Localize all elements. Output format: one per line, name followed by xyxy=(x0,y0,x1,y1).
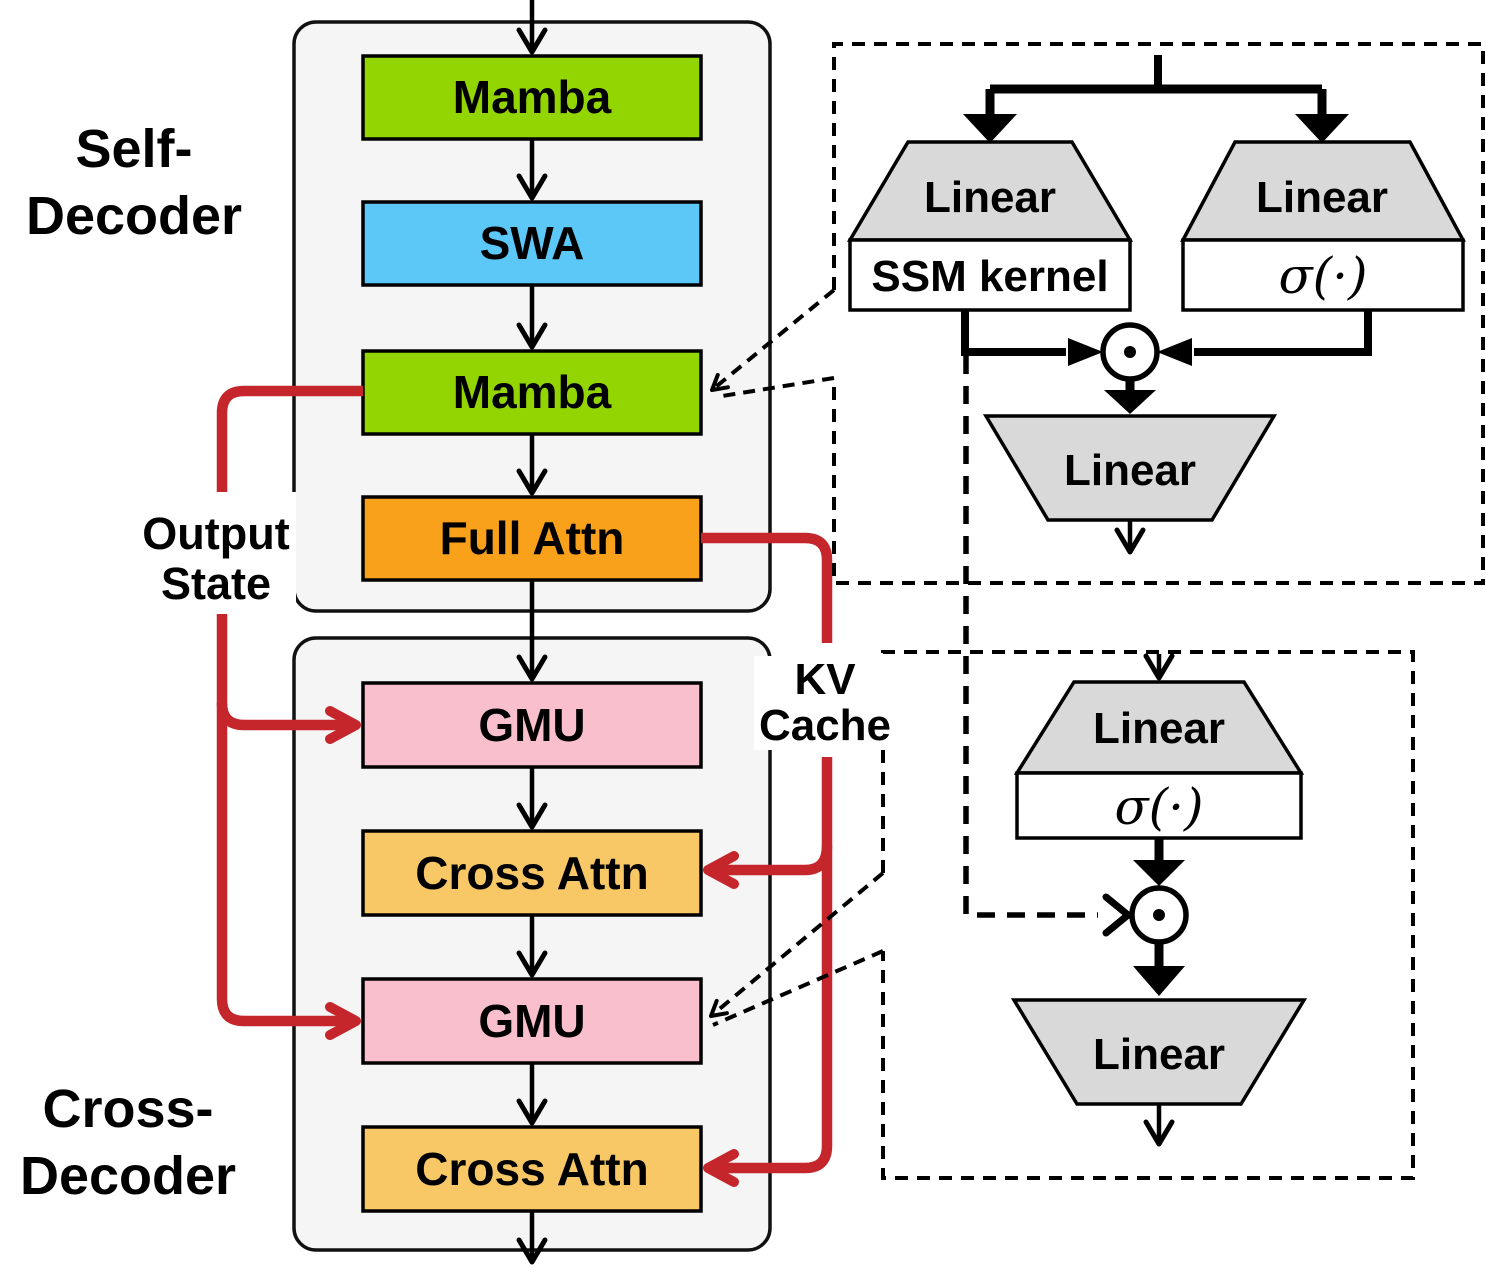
arrowhead-into-linear-out-gmu xyxy=(1133,966,1185,996)
block-cross-attn-1-label: Cross Attn xyxy=(415,847,648,899)
arrowhead-into-linear-right xyxy=(1295,114,1349,143)
block-swa-label: SWA xyxy=(480,217,585,269)
red-paths xyxy=(216,385,833,1187)
self-decoder-label-line2: Decoder xyxy=(26,186,242,246)
self-decoder-label-line1: Self- xyxy=(75,119,192,179)
mamba-callout-line-upper xyxy=(710,288,836,392)
block-full-attn-label: Full Attn xyxy=(440,512,625,564)
output-state-label-line1: Output xyxy=(142,508,289,559)
linear-in-label-gmu: Linear xyxy=(1093,704,1225,753)
block-gmu-2 xyxy=(361,977,703,1065)
linear-right-label: Linear xyxy=(1256,173,1388,222)
block-gmu-2-label: GMU xyxy=(478,995,585,1047)
block-gmu-1-label: GMU xyxy=(478,699,585,751)
ssm-kernel-box xyxy=(848,238,1132,312)
output-state-label-bg xyxy=(136,492,296,614)
output-state-path-top xyxy=(216,385,363,494)
sigma-box-gmu xyxy=(1015,771,1303,840)
kv-cache-path-top xyxy=(701,532,833,643)
block-mamba-1 xyxy=(361,54,703,141)
block-full-attn xyxy=(361,495,703,582)
block-cross-attn-2 xyxy=(361,1125,703,1213)
gmu-callout-line-upper xyxy=(709,871,885,1018)
linear-left-label: Linear xyxy=(924,173,1056,222)
sigma-label-gmu: σ(·) xyxy=(1114,778,1203,836)
output-state-path-gmu2 xyxy=(216,614,361,1040)
linear-out-label-mamba: Linear xyxy=(1064,446,1196,495)
block-mamba-2-label: Mamba xyxy=(453,366,612,418)
output-state-label-line2: State xyxy=(161,558,271,609)
sigma-output-elbow xyxy=(1194,310,1372,356)
kv-cache-label-bg xyxy=(754,656,896,750)
arrowhead-into-linear-left xyxy=(963,114,1017,143)
linear-out-trapezoid-gmu xyxy=(1010,998,1308,1106)
mamba-detail-content: Linear SSM kernel Linear σ(·) Linear xyxy=(846,55,1466,555)
block-mamba-2 xyxy=(361,349,703,436)
product-dot-gmu xyxy=(1153,909,1165,921)
linear-out-trapezoid-mamba xyxy=(982,414,1278,522)
arrowhead-product-left xyxy=(1068,338,1103,366)
cross-decoder-label-line2: Decoder xyxy=(20,1146,236,1206)
block-swa xyxy=(361,200,703,287)
arrowhead-state-into-gmu-product xyxy=(1102,893,1134,937)
arrowhead-into-linear-out xyxy=(1104,390,1156,414)
ssm-output-elbow xyxy=(961,310,1066,356)
sigma-box-mamba xyxy=(1181,238,1465,312)
ssm-state-dashed-connector xyxy=(963,356,1098,918)
block-mamba-1-label: Mamba xyxy=(453,71,612,123)
sigma-label-mamba: σ(·) xyxy=(1278,247,1367,305)
product-dot-mamba xyxy=(1124,346,1136,358)
kv-cache-label-line1: KV xyxy=(794,655,856,704)
kv-cache-path-crossattn2 xyxy=(703,757,833,1187)
block-cross-attn-2-label: Cross Attn xyxy=(415,1143,648,1195)
arrowhead-into-gmu-product xyxy=(1133,860,1185,886)
linear-out-label-gmu: Linear xyxy=(1093,1030,1225,1079)
output-state-branch-gmu1 xyxy=(216,702,361,744)
block-cross-attn-1 xyxy=(361,829,703,917)
block-gmu-1 xyxy=(361,681,703,769)
gmu-detail-content: Linear σ(·) Linear xyxy=(1010,653,1308,1147)
ssm-kernel-label: SSM kernel xyxy=(871,252,1108,301)
arrowhead-product-right xyxy=(1157,338,1192,366)
mamba-detail-box xyxy=(832,42,1485,585)
kv-cache-label-line2: Cache xyxy=(759,701,891,750)
kv-cache-branch-crossattn1 xyxy=(703,845,833,889)
cross-decoder-label-line1: Cross- xyxy=(42,1079,213,1139)
gmu-callout-line-lower xyxy=(712,949,884,1027)
